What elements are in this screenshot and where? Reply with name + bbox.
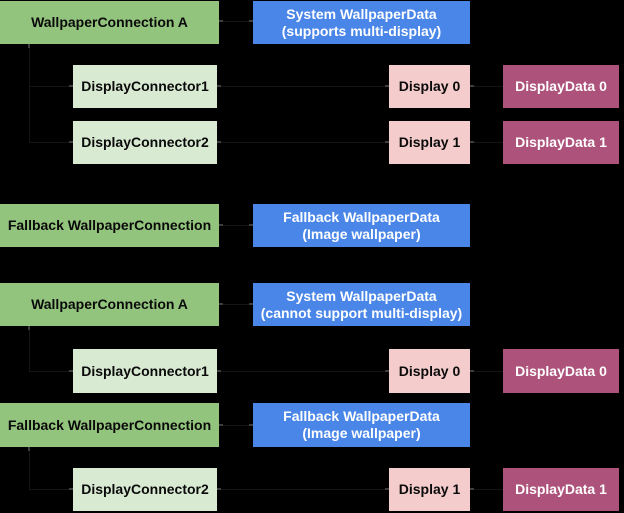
connector-stub [217, 141, 221, 143]
connector-line [219, 21, 253, 22]
connector-stub [385, 141, 389, 143]
box-label: Display 0 [398, 362, 461, 379]
box-system-wallpaper-data-multi: System WallpaperData (supports multi-dis… [253, 1, 470, 44]
connector-line [219, 225, 253, 226]
box-sublabel: (supports multi-display) [281, 22, 442, 39]
box-display-data-0: DisplayData 0 [503, 65, 619, 108]
connector-line [30, 86, 73, 87]
box-display-connector-1-2: DisplayConnector1 [73, 349, 217, 393]
box-label: Fallback WallpaperConnection [7, 416, 212, 433]
box-label: Display 1 [398, 481, 461, 497]
connector-stub [28, 447, 30, 451]
connector-stub [28, 326, 30, 330]
connector-line [30, 371, 73, 372]
box-sublabel: (Image wallpaper) [302, 225, 421, 242]
box-label: DisplayData 1 [515, 481, 607, 497]
connector-stub [219, 424, 223, 426]
connector-stub [69, 370, 73, 372]
connector-stub [219, 224, 223, 226]
connector-stub [219, 303, 223, 305]
box-sublabel: (Image wallpaper) [302, 425, 421, 441]
connector-line [30, 489, 73, 490]
box-fallback-wallpaper-data: Fallback WallpaperData (Image wallpaper) [253, 204, 470, 247]
connector-line [217, 86, 389, 87]
connector-line [470, 371, 503, 372]
connector-line [219, 304, 253, 305]
connector-stub [69, 141, 73, 143]
connector-stub [217, 488, 221, 490]
box-label: DisplayConnector1 [81, 78, 209, 94]
box-label: DisplayConnector2 [81, 134, 209, 150]
connector-stub [385, 370, 389, 372]
connector-stub [217, 85, 221, 87]
box-label: WallpaperConnection A [31, 14, 188, 30]
connector-line [217, 142, 389, 143]
box-label: System WallpaperData [286, 5, 437, 22]
box-display-connector-2-2: DisplayConnector2 [73, 468, 217, 511]
box-display-1-2: Display 1 [389, 468, 470, 511]
box-display-0: Display 0 [389, 65, 470, 108]
connector-stub [470, 141, 474, 143]
box-system-wallpaper-data-single: System WallpaperData (cannot support mul… [253, 283, 470, 326]
box-fallback-wallpaper-data-2: Fallback WallpaperData (Image wallpaper) [253, 403, 470, 447]
connector-stub [470, 370, 474, 372]
connector-line [217, 371, 389, 372]
box-display-data-1-2: DisplayData 1 [503, 468, 619, 511]
box-label: Fallback WallpaperData [283, 208, 440, 225]
box-label: DisplayData 0 [515, 78, 607, 94]
connector-line [29, 326, 30, 372]
connector-line [30, 142, 73, 143]
connector-stub [385, 488, 389, 490]
box-label: System WallpaperData [286, 287, 437, 304]
connector-stub [470, 85, 474, 87]
connector-line [470, 489, 503, 490]
box-label: Display 1 [398, 134, 461, 150]
box-display-data-0-2: DisplayData 0 [503, 349, 619, 393]
connector-stub [249, 224, 253, 226]
box-display-connector-1: DisplayConnector1 [73, 65, 217, 108]
connector-stub [217, 370, 221, 372]
connector-stub [249, 303, 253, 305]
box-wallpaper-connection-a: WallpaperConnection A [0, 1, 219, 44]
box-display-data-1: DisplayData 1 [503, 121, 619, 164]
box-sublabel: (cannot support multi-display) [260, 304, 463, 321]
connector-stub [69, 85, 73, 87]
connector-stub [69, 488, 73, 490]
box-display-1: Display 1 [389, 121, 470, 164]
connector-stub [219, 20, 223, 22]
box-display-connector-2: DisplayConnector2 [73, 121, 217, 164]
connector-stub [385, 85, 389, 87]
box-label: DisplayData 1 [515, 134, 607, 150]
box-label: DisplayConnector2 [81, 481, 209, 497]
box-fallback-wallpaper-connection: Fallback WallpaperConnection [0, 204, 219, 247]
box-label: WallpaperConnection A [31, 296, 188, 312]
box-label: Display 0 [398, 78, 461, 94]
box-fallback-wallpaper-connection-2: Fallback WallpaperConnection [0, 403, 219, 447]
connector-line [217, 489, 389, 490]
connector-stub [249, 424, 253, 426]
connector-stub [249, 20, 253, 22]
connector-line [29, 447, 30, 490]
connector-line [470, 142, 503, 143]
connector-line [219, 425, 253, 426]
box-label: DisplayData 0 [515, 362, 607, 379]
box-label: DisplayConnector1 [81, 362, 209, 379]
box-wallpaper-connection-a-2: WallpaperConnection A [0, 283, 219, 326]
connector-line [29, 44, 30, 143]
box-display-0-2: Display 0 [389, 349, 470, 393]
connector-stub [28, 44, 30, 48]
connector-line [470, 86, 503, 87]
box-label: Fallback WallpaperData [283, 408, 440, 424]
connector-stub [470, 488, 474, 490]
box-label: Fallback WallpaperConnection [7, 217, 212, 233]
